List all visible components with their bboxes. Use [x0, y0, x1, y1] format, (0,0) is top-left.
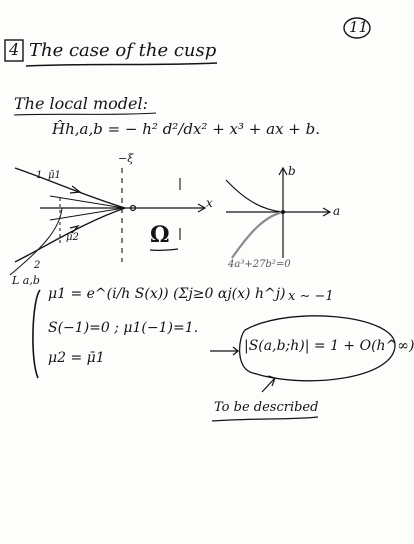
contour-label: L a,b — [12, 274, 40, 287]
cusp-diagram — [9, 167, 207, 276]
asymptotic-condition: x ∼ −1 — [288, 289, 334, 304]
hamiltonian-equation: Ĥh,a,b = − h² d²/dx² + x³ + ax + b. — [52, 120, 321, 138]
mu1-bar-label: μ̄1 — [48, 170, 61, 181]
heading-number-box — [4, 39, 218, 67]
heading-number: 4 — [9, 40, 20, 59]
to-be-described-note: To be described — [214, 400, 319, 415]
result-enclosure — [210, 315, 396, 422]
b-axis-label: b — [288, 164, 296, 178]
page-number: 11 — [349, 18, 369, 36]
mu1-equation: μ1 = e^(i/h S(x)) (Σj≥0 αj(x) h^j) — [48, 286, 286, 302]
branch-1-label: 1 — [36, 170, 43, 181]
s-conditions: S(−1)=0 ; μ1(−1)=1. — [48, 320, 199, 336]
branch-2-label: 2 — [34, 260, 41, 271]
mu2-bar-label: μ̄2 — [66, 232, 79, 243]
parameter-plane — [225, 166, 332, 259]
mu2-equation: μ2 = μ̄1 — [48, 350, 105, 366]
scattering-result: |S(a,b;h)| = 1 + O(h^∞) — [244, 338, 414, 354]
a-axis-label: a — [333, 204, 341, 218]
x-axis-label: x — [206, 196, 213, 210]
local-model-underline — [13, 112, 157, 116]
discriminant-label: 4a³+27b²=0 — [228, 259, 291, 270]
local-model-label: The local model: — [14, 94, 149, 113]
system-bracket — [32, 289, 41, 379]
page-number-circle — [343, 17, 371, 39]
section-heading: The case of the cusp — [29, 40, 217, 61]
xi-label: −ξ — [118, 152, 134, 165]
omega-label: Ω — [150, 222, 170, 248]
